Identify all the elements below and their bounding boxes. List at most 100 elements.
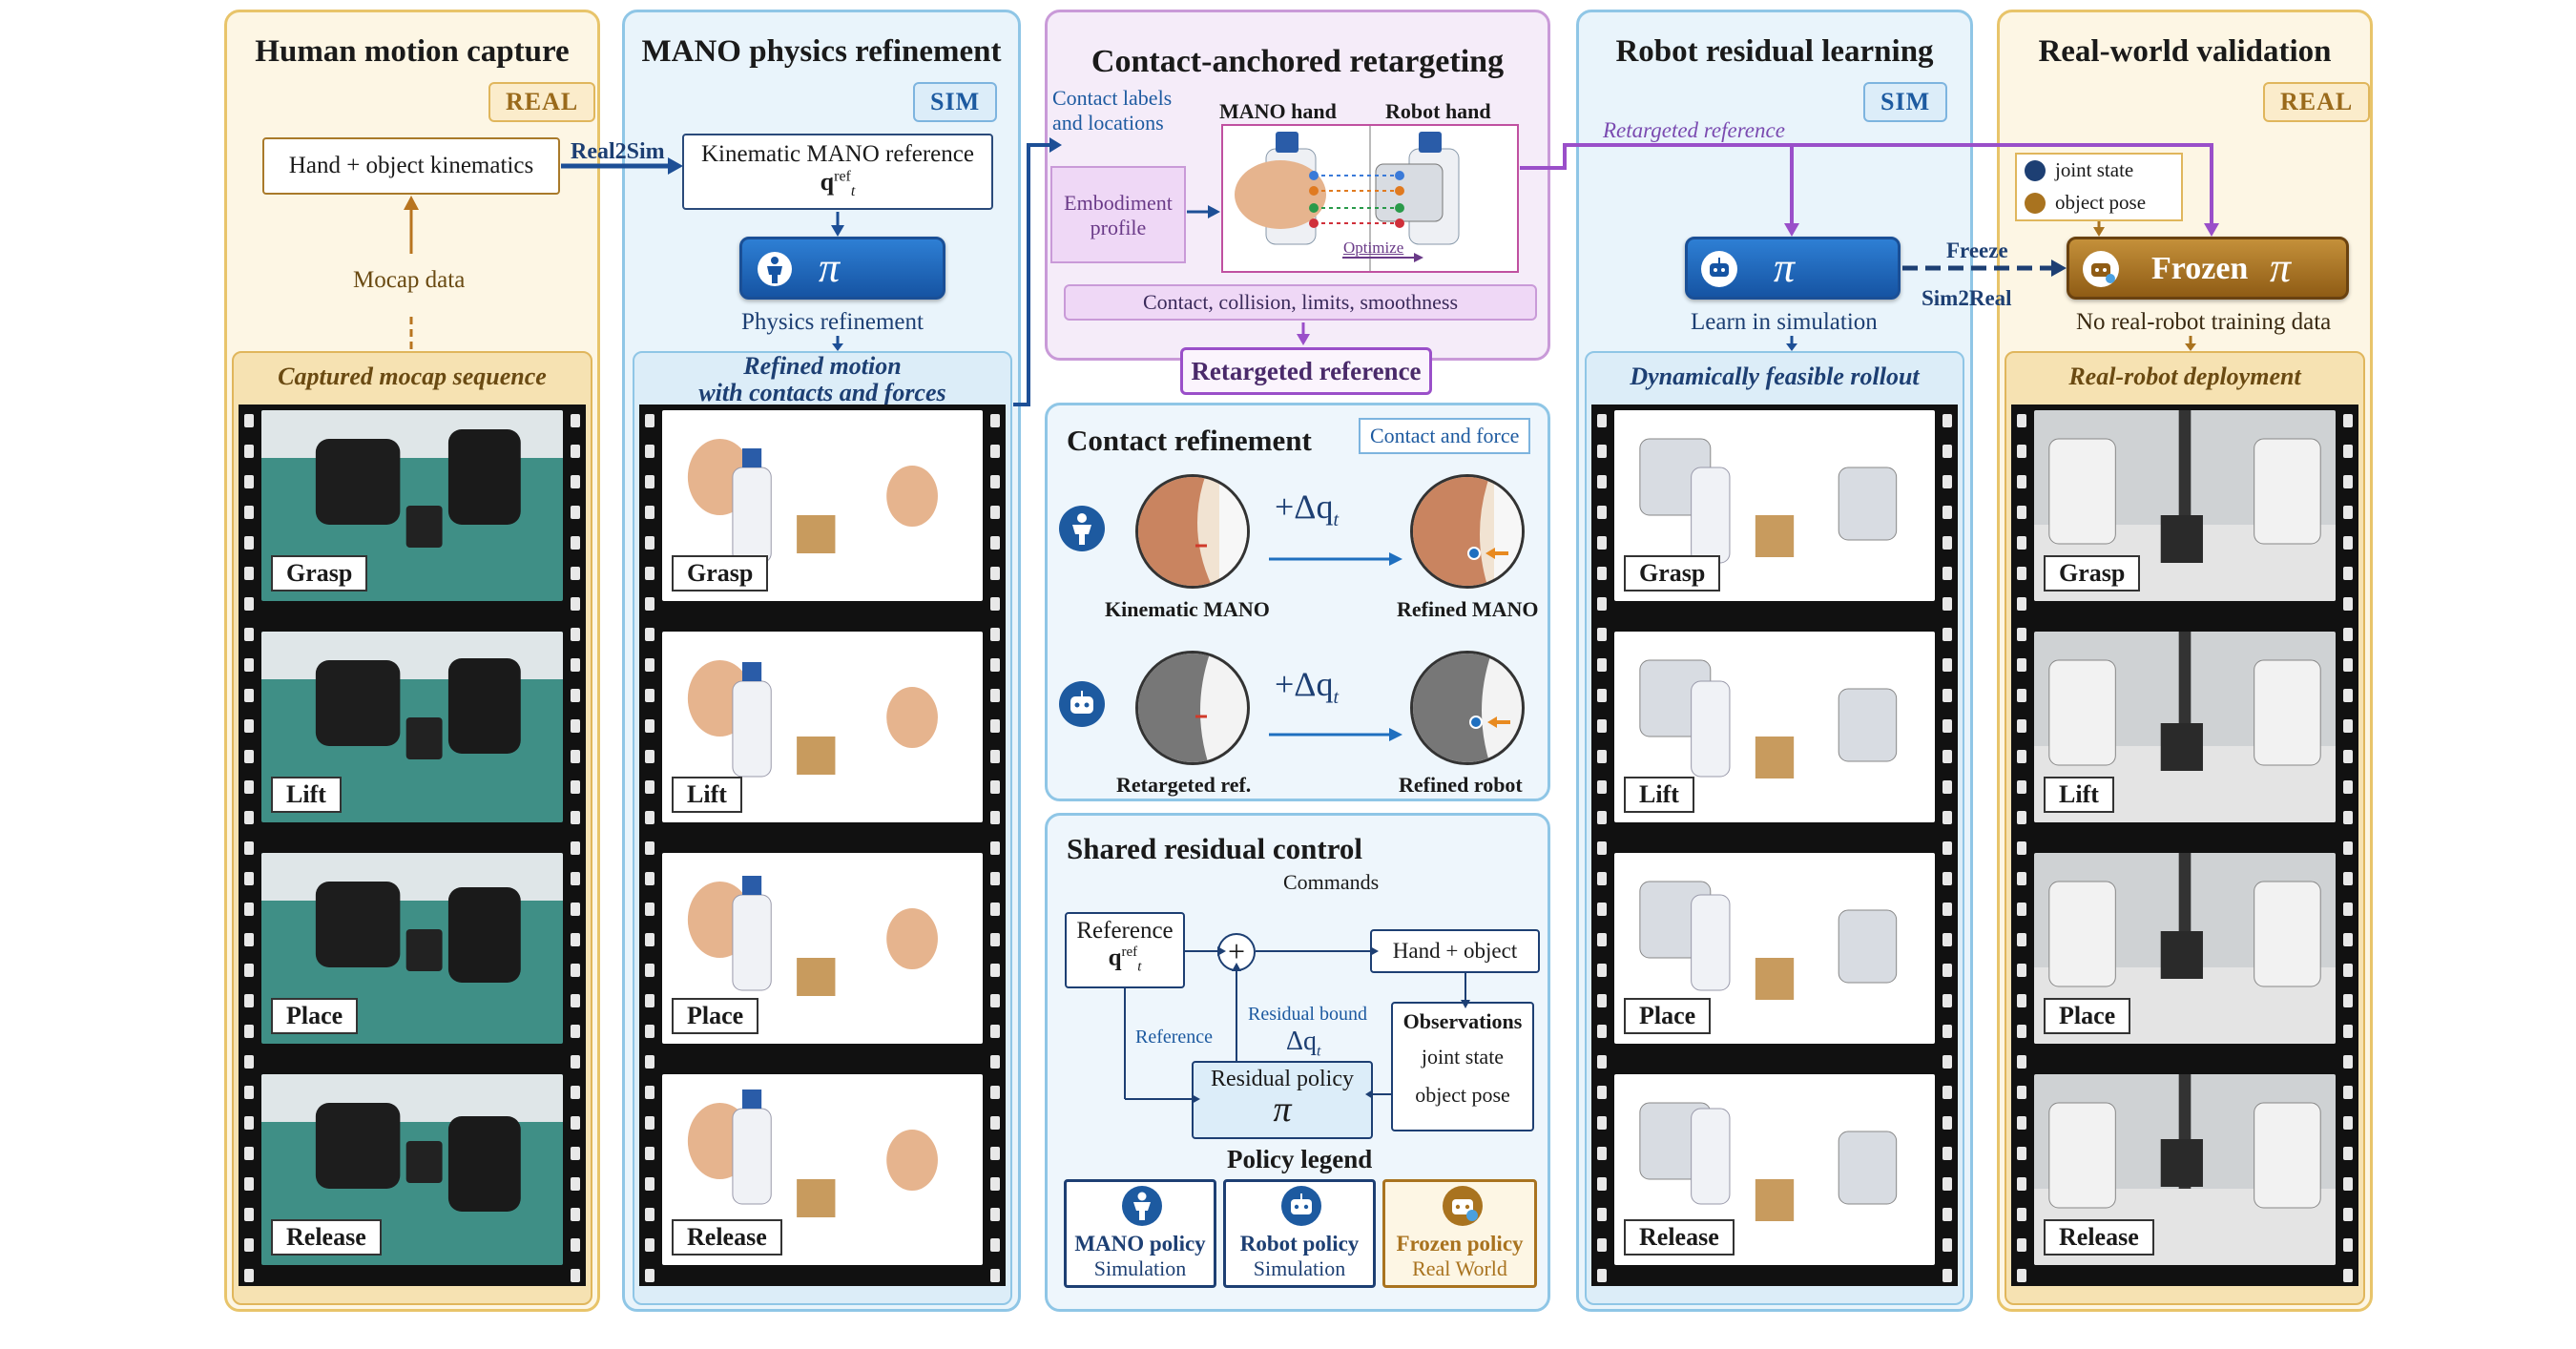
film-perforation (571, 903, 580, 916)
film-perforation (1597, 1025, 1607, 1038)
film-perforation (244, 445, 254, 458)
film-perforation (645, 536, 654, 550)
film-perforation (2017, 1025, 2026, 1038)
film-perforation (244, 750, 254, 763)
film-perforation (990, 1025, 1000, 1038)
film-perforation (244, 872, 254, 885)
retargeted-reference-box: Retargeted reference (1180, 347, 1432, 395)
retargeted-ref-circle (1135, 651, 1250, 765)
stage-label: Place (271, 998, 359, 1034)
stage-label: Grasp (271, 555, 368, 591)
real-title: Real-world validation (2038, 34, 2332, 69)
real-frame-place (2034, 853, 2336, 1044)
frozen-robot-icon (2083, 251, 2119, 287)
film-perforation (990, 1116, 1000, 1130)
film-perforation (2343, 1269, 2353, 1282)
reference-box-label: Reference (1076, 918, 1174, 944)
film-perforation (571, 445, 580, 458)
mocap-frame-release (261, 1074, 563, 1265)
film-perforation (571, 1147, 580, 1160)
film-perforation (2343, 628, 2353, 641)
film-perforation (2343, 1238, 2353, 1252)
film-perforation (990, 841, 1000, 855)
film-perforation (1597, 1055, 1607, 1069)
film-perforation (1597, 689, 1607, 702)
film-perforation (244, 506, 254, 519)
film-perforation (2017, 506, 2026, 519)
film-perforation (571, 1269, 580, 1282)
film-perforation (1597, 1208, 1607, 1221)
film-perforation (2017, 414, 2026, 427)
film-perforation (990, 780, 1000, 794)
sim-tag: SIM (1863, 82, 1948, 122)
film-perforation (1942, 1238, 1952, 1252)
film-perforation (2017, 628, 2026, 641)
film-perforation (1942, 536, 1952, 550)
embodiment-text: Embodiment (1064, 191, 1173, 215)
robot-icon (1059, 681, 1105, 727)
q-ref-symbol: qreft (820, 168, 856, 200)
film-perforation (645, 933, 654, 946)
retarget-title: Contact-anchored retargeting (1091, 44, 1505, 79)
legend-frozen-env: Real World (1412, 1256, 1507, 1280)
film-perforation (645, 841, 654, 855)
refined-robot-circle (1410, 651, 1525, 765)
film-perforation (1942, 964, 1952, 977)
film-perforation (571, 1177, 580, 1191)
retargeted-ref-label: Retargeted reference (1603, 118, 1785, 142)
film-perforation (244, 1025, 254, 1038)
stage-label: Grasp (672, 555, 769, 591)
legend-mano: MANO policy Simulation (1064, 1179, 1216, 1288)
film-perforation (1942, 1086, 1952, 1099)
film-perforation (571, 1086, 580, 1099)
film-perforation (1597, 719, 1607, 733)
film-perforation (645, 1269, 654, 1282)
robot-icon (1281, 1186, 1321, 1226)
film-perforation (2017, 780, 2026, 794)
film-perforation (1942, 1116, 1952, 1130)
stage-label: Lift (2044, 777, 2114, 813)
contact-locations-text: and locations (1052, 111, 1164, 135)
film-perforation (2343, 780, 2353, 794)
robot-frame-lift (1614, 632, 1935, 822)
film-perforation (1942, 994, 1952, 1007)
film-perforation (571, 780, 580, 794)
shared-arrows (1124, 946, 1470, 1104)
film-perforation (244, 811, 254, 824)
film-perforation (1942, 414, 1952, 427)
film-perforation (2343, 689, 2353, 702)
film-perforation (244, 933, 254, 946)
frozen-policy-button[interactable]: Frozen π (2067, 237, 2349, 300)
film-perforation (1597, 475, 1607, 488)
film-perforation (2343, 1086, 2353, 1099)
film-perforation (571, 872, 580, 885)
robot-title: Robot residual learning (1615, 34, 1934, 69)
film-perforation (990, 1177, 1000, 1191)
delta-q-shared: Δqt (1286, 1027, 1321, 1060)
residual-bound-label: Residual bound (1248, 1004, 1367, 1025)
film-perforation (1942, 1147, 1952, 1160)
stage-label: Lift (1624, 777, 1694, 813)
film-perforation (2343, 841, 2353, 855)
film-perforation (645, 658, 654, 672)
film-perforation (244, 1055, 254, 1069)
film-perforation (244, 628, 254, 641)
film-perforation (2343, 475, 2353, 488)
profile-text: profile (1090, 216, 1147, 239)
frozen-robot-icon (1443, 1186, 1483, 1226)
film-perforation (645, 780, 654, 794)
refined-motion-line-1: Refined motion (743, 352, 902, 380)
film-perforation (2343, 750, 2353, 763)
film-perforation (2017, 1147, 2026, 1160)
film-perforation (645, 475, 654, 488)
film-perforation (244, 1269, 254, 1282)
mano-policy-button[interactable]: π (739, 237, 945, 300)
film-perforation (990, 964, 1000, 977)
stage-label: Grasp (2044, 555, 2141, 591)
robot-policy-button[interactable]: π (1685, 237, 1901, 300)
legend-mano-name: MANO policy (1074, 1232, 1206, 1256)
kinematic-mano-box: Kinematic MANO reference qreft (682, 134, 993, 210)
observations-box: Observations joint state object pose (1391, 1002, 1534, 1131)
film-perforation (1942, 628, 1952, 641)
film-perforation (1942, 780, 1952, 794)
